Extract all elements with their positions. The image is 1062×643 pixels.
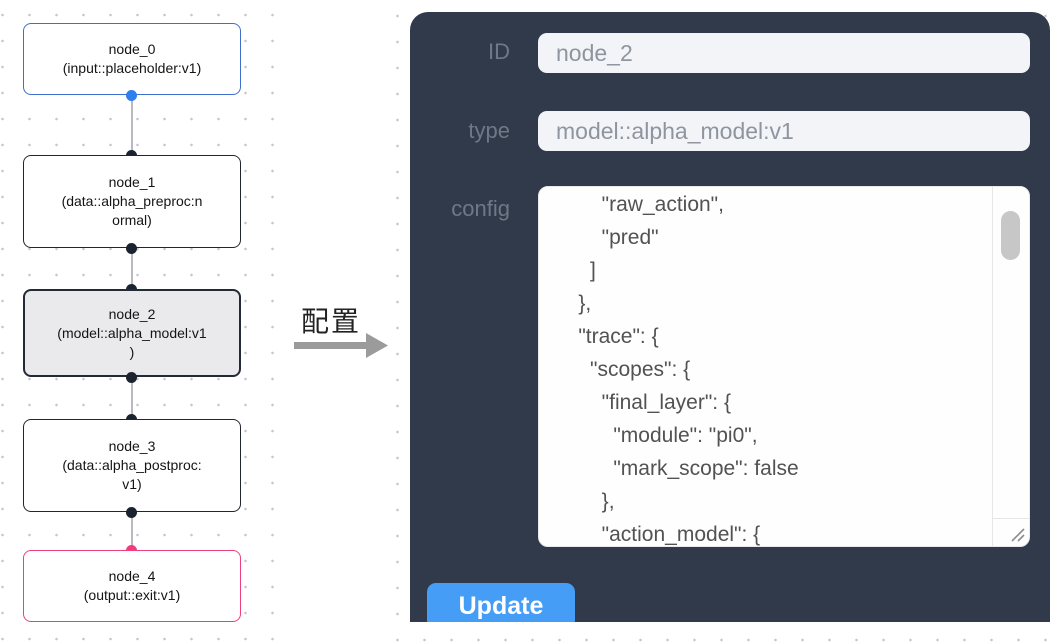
scrollbar-thumb[interactable] <box>1001 211 1020 260</box>
node-subtitle: (data::alpha_preproc:n <box>61 193 203 209</box>
id-field-label: ID <box>488 39 510 64</box>
port-node_1-out[interactable] <box>126 243 137 254</box>
node-subtitle: (output::exit:v1) <box>83 587 181 603</box>
right-arrow-icon <box>294 333 388 358</box>
port-node_0-out[interactable] <box>126 90 137 101</box>
edge-connector <box>131 248 133 289</box>
edge-connector <box>131 95 133 155</box>
node-title: node_3 <box>108 438 156 454</box>
node-title: node_1 <box>108 174 156 190</box>
config-annotation-label: 配置 <box>300 306 361 337</box>
flow-node-node_2[interactable]: node_2 (model::alpha_model:v1 ) <box>23 289 241 377</box>
type-field-label: type <box>468 118 510 143</box>
resize-handle-icon[interactable] <box>1008 525 1026 543</box>
config-field-label: config <box>451 196 510 221</box>
flow-node-node_3[interactable]: node_3 (data::alpha_postproc: v1) <box>23 419 241 512</box>
config-scrollbar[interactable] <box>992 187 1029 518</box>
node-subtitle: (model::alpha_model:v1 <box>57 324 207 341</box>
node-config-panel: ID type config "raw_action", "pred" ] },… <box>410 12 1050 622</box>
port-node_2-out[interactable] <box>126 372 137 383</box>
flow-canvas[interactable]: node_0 (input::placeholder:v1) node_1 (d… <box>0 0 278 643</box>
node-subtitle: ) <box>129 343 135 360</box>
node-subtitle: v1) <box>122 476 142 492</box>
node-subtitle: ormal) <box>112 212 152 228</box>
flow-node-node_1[interactable]: node_1 (data::alpha_preproc:n ormal) <box>23 155 241 248</box>
update-button[interactable]: Update <box>427 583 575 622</box>
node-title: node_0 <box>108 41 156 57</box>
edge-connector <box>131 377 133 419</box>
id-input[interactable] <box>538 33 1030 73</box>
node-title: node_4 <box>108 568 156 584</box>
node-subtitle: (data::alpha_postproc: <box>62 457 202 473</box>
node-title: node_2 <box>108 305 156 322</box>
config-json-text: "raw_action", "pred" ] }, "trace": { "sc… <box>578 193 799 546</box>
type-input[interactable] <box>538 111 1030 151</box>
flow-node-node_4[interactable]: node_4 (output::exit:v1) <box>23 550 241 622</box>
config-editor[interactable]: "raw_action", "pred" ] }, "trace": { "sc… <box>538 186 1030 547</box>
edge-connector <box>131 512 133 550</box>
flow-node-node_0[interactable]: node_0 (input::placeholder:v1) <box>23 23 241 95</box>
scrollbar-corner <box>992 518 1029 546</box>
node-subtitle: (input::placeholder:v1) <box>62 60 202 76</box>
port-node_3-out[interactable] <box>126 507 137 518</box>
